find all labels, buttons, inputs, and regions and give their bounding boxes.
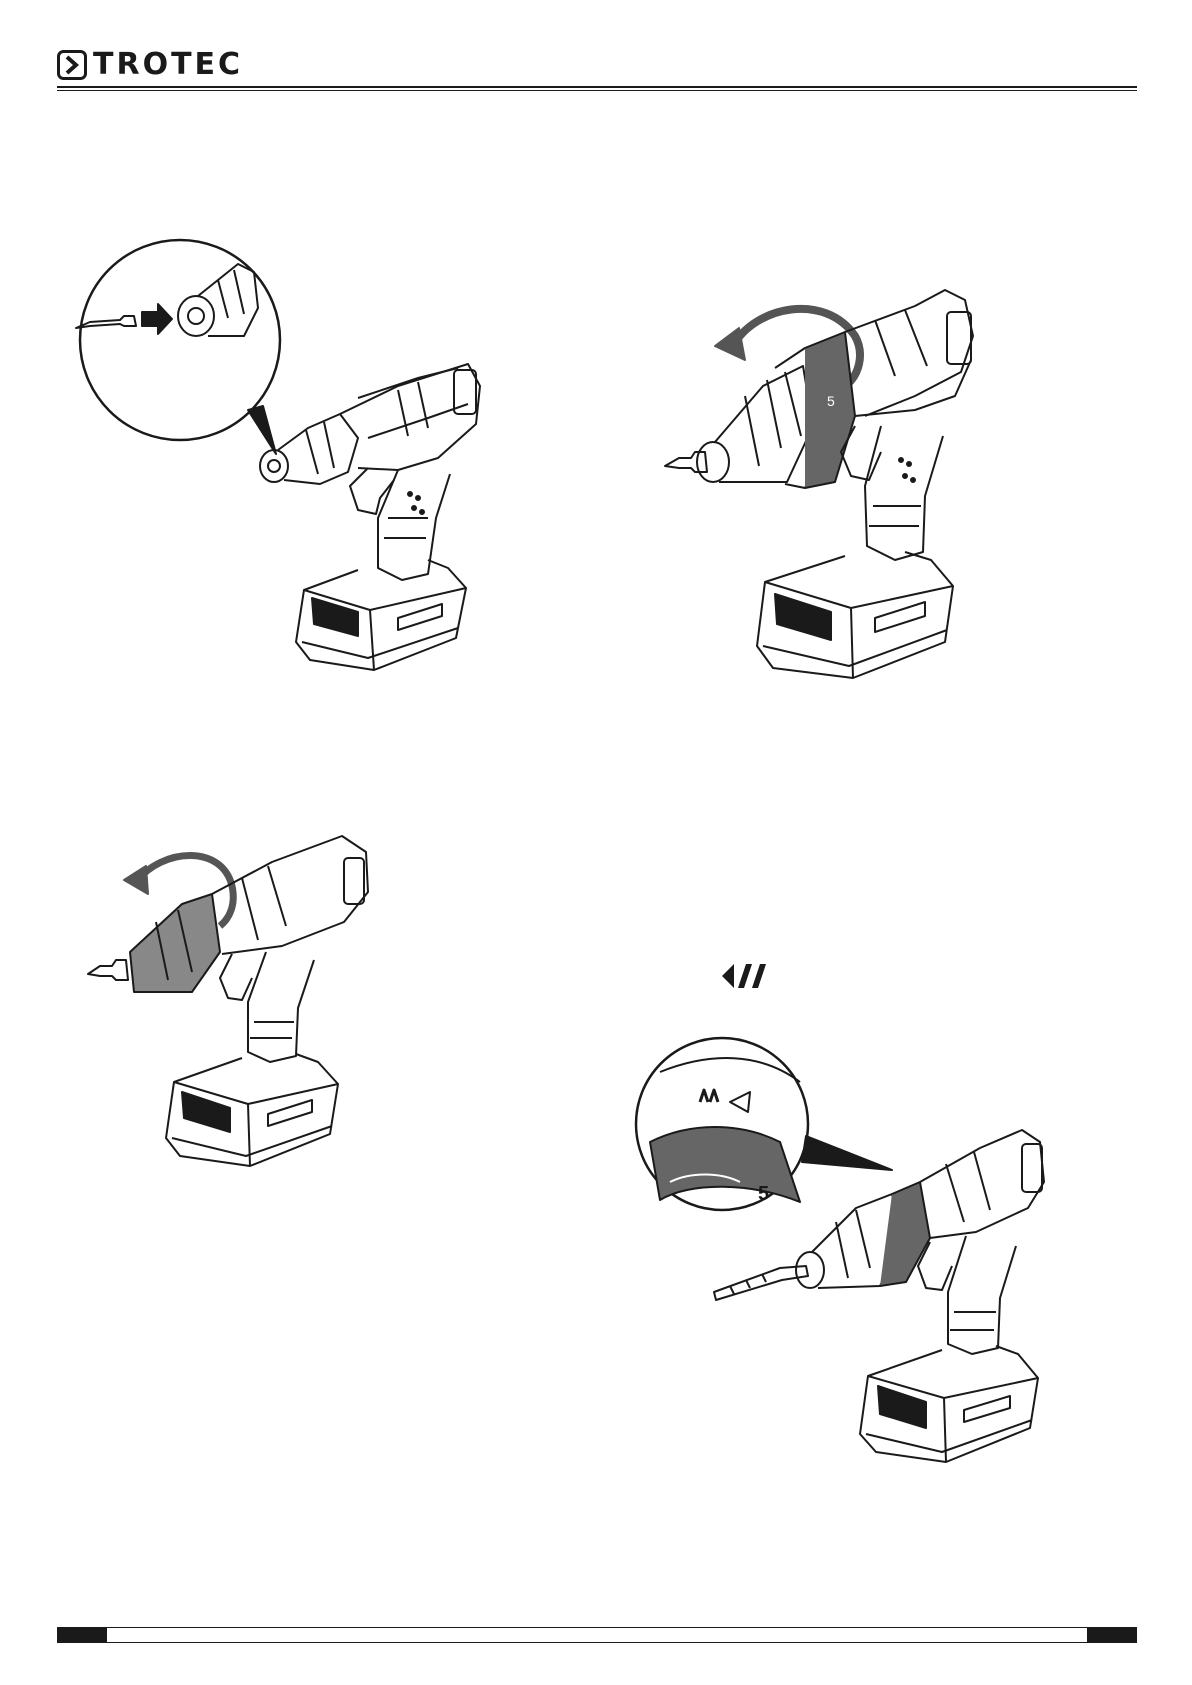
page-header: TROTEC — [57, 48, 1137, 92]
drill-illustration: 5 — [630, 1032, 1065, 1507]
svg-text:5: 5 — [827, 393, 835, 409]
footer-bar — [57, 1627, 1137, 1643]
drill-illustration — [82, 822, 412, 1227]
footer-right-block — [1087, 1627, 1137, 1643]
footer-left-block — [57, 1627, 107, 1643]
figure-chuck-rotate — [82, 822, 412, 1227]
page-footer — [57, 1627, 1137, 1643]
header-divider-thin — [57, 90, 1137, 91]
figure-torque-ring: 5 — [655, 276, 1055, 776]
svg-text:5: 5 — [758, 1183, 769, 1205]
drill-illustration — [58, 218, 528, 728]
drill-symbol-icon — [720, 962, 772, 990]
figure-drill-mode: 5 — [630, 1032, 1065, 1507]
drill-illustration: 5 — [655, 276, 1055, 776]
header-divider — [57, 86, 1137, 88]
chevron-right-icon — [57, 50, 87, 80]
brand-logo: TROTEC — [57, 48, 243, 82]
brand-name: TROTEC — [93, 50, 243, 80]
figure-insert-bit — [58, 218, 528, 728]
